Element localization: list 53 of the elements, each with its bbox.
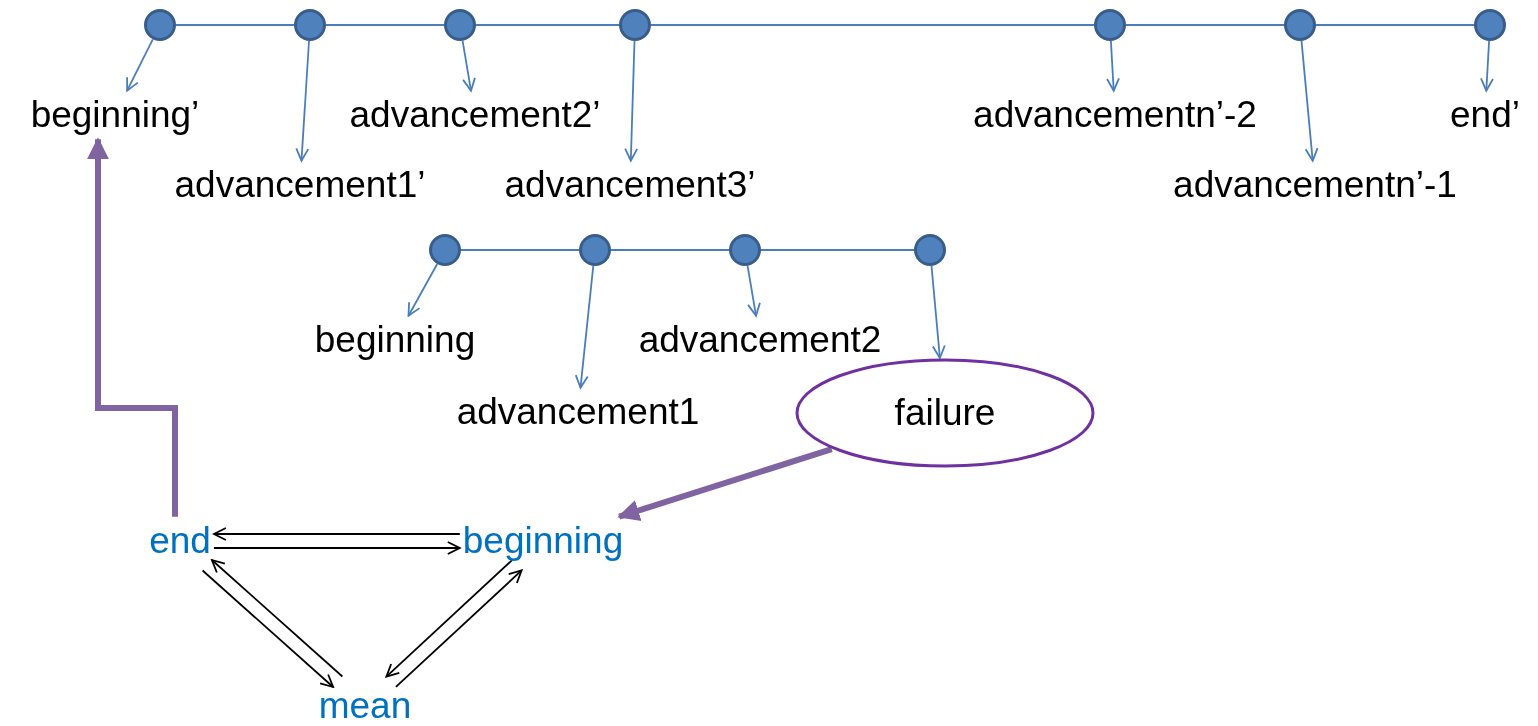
arrow: [574, 265, 595, 389]
cycle-label: beginning: [462, 519, 624, 563]
timeline-dot: [1474, 9, 1506, 41]
arrow: [213, 541, 461, 555]
timeline-line: [1316, 23, 1474, 27]
timeline-label: beginning’: [30, 93, 200, 137]
timeline-label: advancement2’: [349, 93, 601, 137]
timeline-line: [461, 248, 579, 252]
arrow: [746, 264, 761, 317]
timeline-line: [761, 248, 914, 252]
cycle-label: mean: [318, 684, 412, 726]
arrow: [395, 569, 523, 688]
timeline-dot: [144, 9, 176, 41]
arrow: [213, 527, 461, 541]
timeline-dot: [1284, 9, 1316, 41]
arrow: [1300, 40, 1319, 162]
timeline-dot: [619, 9, 651, 41]
arrow: [87, 137, 178, 517]
timeline-dot: [914, 234, 946, 266]
timeline-dot: [429, 234, 461, 266]
timeline-dot: [729, 234, 761, 266]
arrow: [211, 559, 344, 678]
timeline-dot: [1094, 9, 1126, 41]
cycle-label: end: [149, 519, 211, 563]
arrow: [407, 263, 439, 317]
arrow: [617, 446, 833, 522]
arrow: [295, 40, 310, 162]
timeline-dot: [294, 9, 326, 41]
timeline-line: [326, 23, 444, 27]
timeline-line: [176, 23, 294, 27]
timeline-line: [651, 23, 1094, 27]
timeline-label: advancement1’: [174, 163, 426, 207]
timeline-label: advancement1: [456, 390, 700, 434]
timeline-label: advancement2: [638, 318, 882, 362]
timeline-label: advancementn’-1: [1173, 163, 1457, 207]
timeline-label: advancementn’-2: [973, 93, 1257, 137]
arrow: [126, 38, 154, 92]
arrow: [1480, 40, 1494, 92]
arrow: [385, 559, 513, 678]
timeline-label: end’: [1450, 93, 1520, 137]
failure-label: failure: [894, 391, 996, 435]
timeline-label: advancement3’: [504, 163, 756, 207]
arrow: [201, 569, 334, 688]
timeline-line: [1126, 23, 1284, 27]
timeline-label: beginning: [314, 318, 476, 362]
timeline-line: [476, 23, 619, 27]
timeline-dot: [444, 9, 476, 41]
timeline-dot: [579, 234, 611, 266]
arrow: [930, 265, 946, 359]
arrow: [624, 40, 639, 162]
timeline-line: [611, 248, 729, 252]
arrow: [1106, 40, 1120, 92]
arrow: [461, 39, 476, 92]
